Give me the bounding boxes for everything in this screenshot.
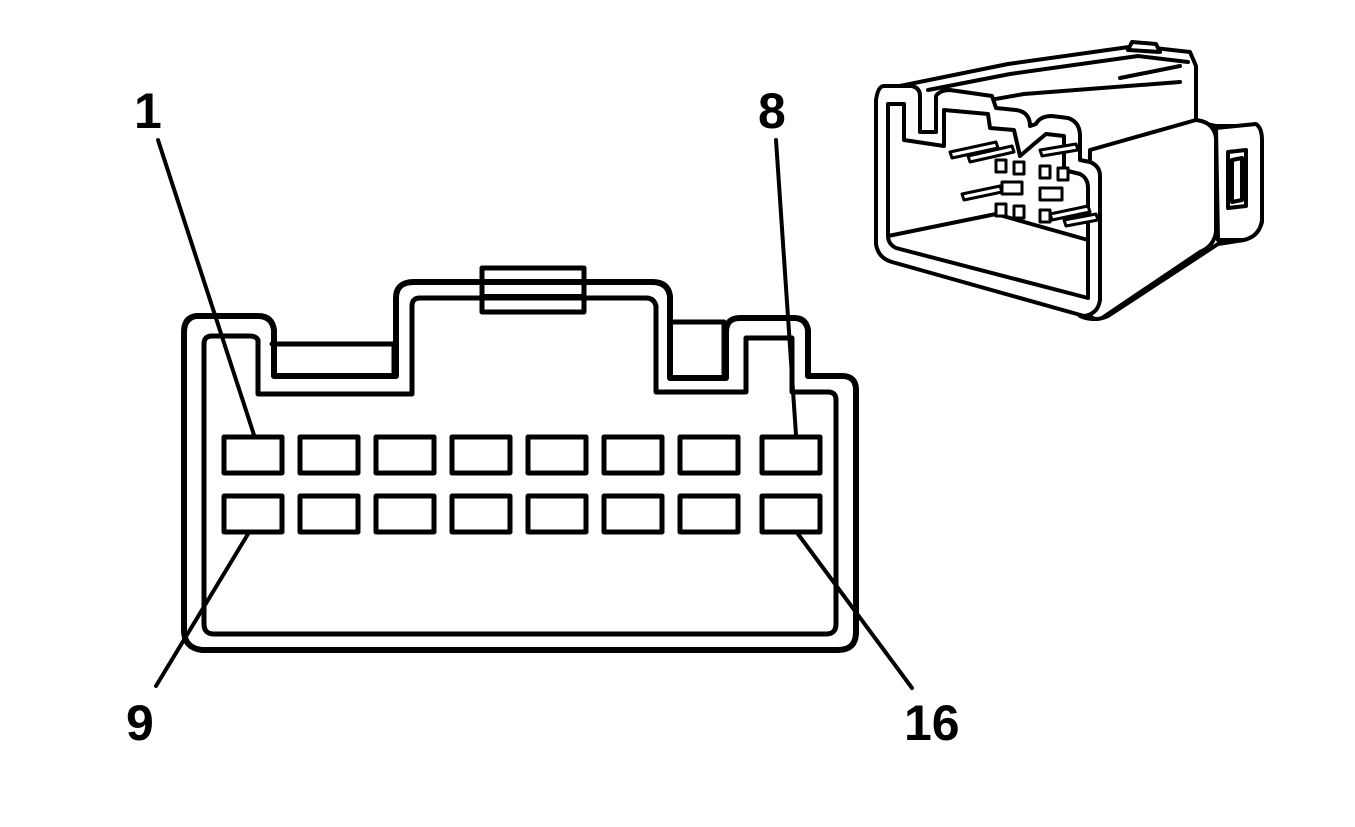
latch-recess-right <box>669 319 727 377</box>
housing-inner-outline <box>201 295 839 637</box>
connector-cavities <box>994 158 1070 224</box>
leader-line-pin-8 <box>774 138 798 437</box>
terminal-cavity <box>221 493 285 535</box>
connector-rear-latch-window <box>1226 148 1248 210</box>
terminal-cavity <box>221 434 285 476</box>
terminal-cavity <box>297 493 361 535</box>
terminal-cavity <box>759 434 823 476</box>
terminal-cavity <box>297 434 361 476</box>
connector-pin <box>1038 142 1080 158</box>
leader-line-pin-16 <box>796 532 914 690</box>
connector-cavity <box>1012 160 1026 176</box>
connector-pin <box>1062 212 1100 228</box>
terminal-cavity <box>677 434 741 476</box>
connector-isometric-view <box>874 40 1264 321</box>
connector-cavity <box>994 158 1008 174</box>
terminal-cavity <box>449 493 513 535</box>
terminal-cavity <box>373 434 437 476</box>
terminal-cavity <box>677 493 741 535</box>
connector-cavity <box>1056 166 1070 182</box>
terminal-row-top <box>221 434 823 476</box>
pin-label-1: 1 <box>134 83 162 139</box>
connector-front-inner <box>886 102 1090 300</box>
locking-tab <box>479 265 587 315</box>
pin-label-8: 8 <box>758 83 786 139</box>
connector-cavity <box>1038 186 1064 202</box>
terminal-cavity <box>601 493 665 535</box>
pin-label-9: 9 <box>126 695 154 751</box>
terminal-cavity <box>449 434 513 476</box>
leader-line-pin-9 <box>154 532 250 688</box>
terminal-cavity <box>525 434 589 476</box>
connector-cavity <box>1000 180 1024 196</box>
leader-line-pin-1 <box>156 138 256 437</box>
connector-latch-top <box>1126 40 1162 54</box>
terminal-row-bottom <box>221 493 823 535</box>
terminal-cavity <box>373 493 437 535</box>
connector-rear-latch <box>1214 122 1264 242</box>
connector-side-panel <box>1086 118 1218 321</box>
pin-label-16: 16 <box>904 695 960 751</box>
terminal-cavity <box>525 493 589 535</box>
connector-cavity <box>1038 164 1052 180</box>
connector-cavity <box>1038 208 1052 224</box>
housing-outer-outline <box>181 279 859 653</box>
connector-cavity <box>994 202 1008 218</box>
connector-pin <box>966 144 1016 164</box>
terminal-cavity <box>759 493 823 535</box>
terminal-cavity <box>601 434 665 476</box>
latch-recess-left <box>269 341 397 377</box>
connector-face-view <box>154 138 914 690</box>
connector-cavity <box>1012 204 1026 220</box>
